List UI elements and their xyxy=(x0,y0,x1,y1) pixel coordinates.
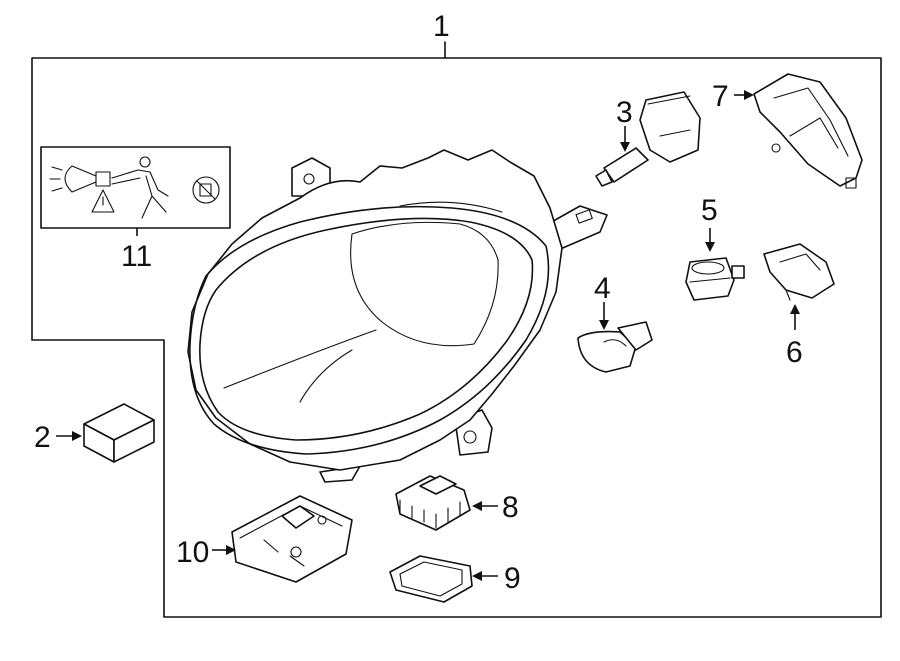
headlamp-warning-label-icon[interactable] xyxy=(40,146,231,229)
callout-5: 5 xyxy=(701,194,718,227)
turn-signal-bulb-icon[interactable] xyxy=(577,321,653,373)
rear-cover-icon[interactable] xyxy=(753,73,863,189)
arrowhead-7 xyxy=(744,90,754,100)
callout-4: 4 xyxy=(594,272,611,305)
ignitor-icon[interactable] xyxy=(395,475,471,531)
arrowhead-3 xyxy=(620,142,630,152)
callout-11: 11 xyxy=(121,240,152,273)
arrowhead-6 xyxy=(790,304,800,314)
arrowhead-4 xyxy=(599,320,609,330)
callout-9: 9 xyxy=(504,562,521,595)
arrowhead-8 xyxy=(472,501,482,511)
arrowhead-10 xyxy=(226,545,236,555)
callout-10: 10 xyxy=(176,536,209,569)
callout-6: 6 xyxy=(786,336,803,369)
callout-7: 7 xyxy=(712,80,729,113)
callout-1: 1 xyxy=(433,10,450,43)
arrowhead-9 xyxy=(472,571,482,581)
hid-bulb-icon[interactable] xyxy=(595,91,701,187)
arrowhead-2 xyxy=(72,431,82,441)
callout-3: 3 xyxy=(616,96,633,129)
fuse-icon[interactable] xyxy=(83,403,155,463)
seal-gasket-icon[interactable] xyxy=(389,555,473,603)
arrowhead-5 xyxy=(705,242,715,252)
connector-icon[interactable] xyxy=(763,243,835,301)
callout-8: 8 xyxy=(502,491,519,524)
callout-2: 2 xyxy=(34,421,51,454)
bulb-socket-icon[interactable] xyxy=(685,257,745,301)
ballast-icon[interactable] xyxy=(231,495,353,583)
assembly-frame xyxy=(31,41,882,618)
headlamp-assembly-icon[interactable] xyxy=(187,149,608,483)
